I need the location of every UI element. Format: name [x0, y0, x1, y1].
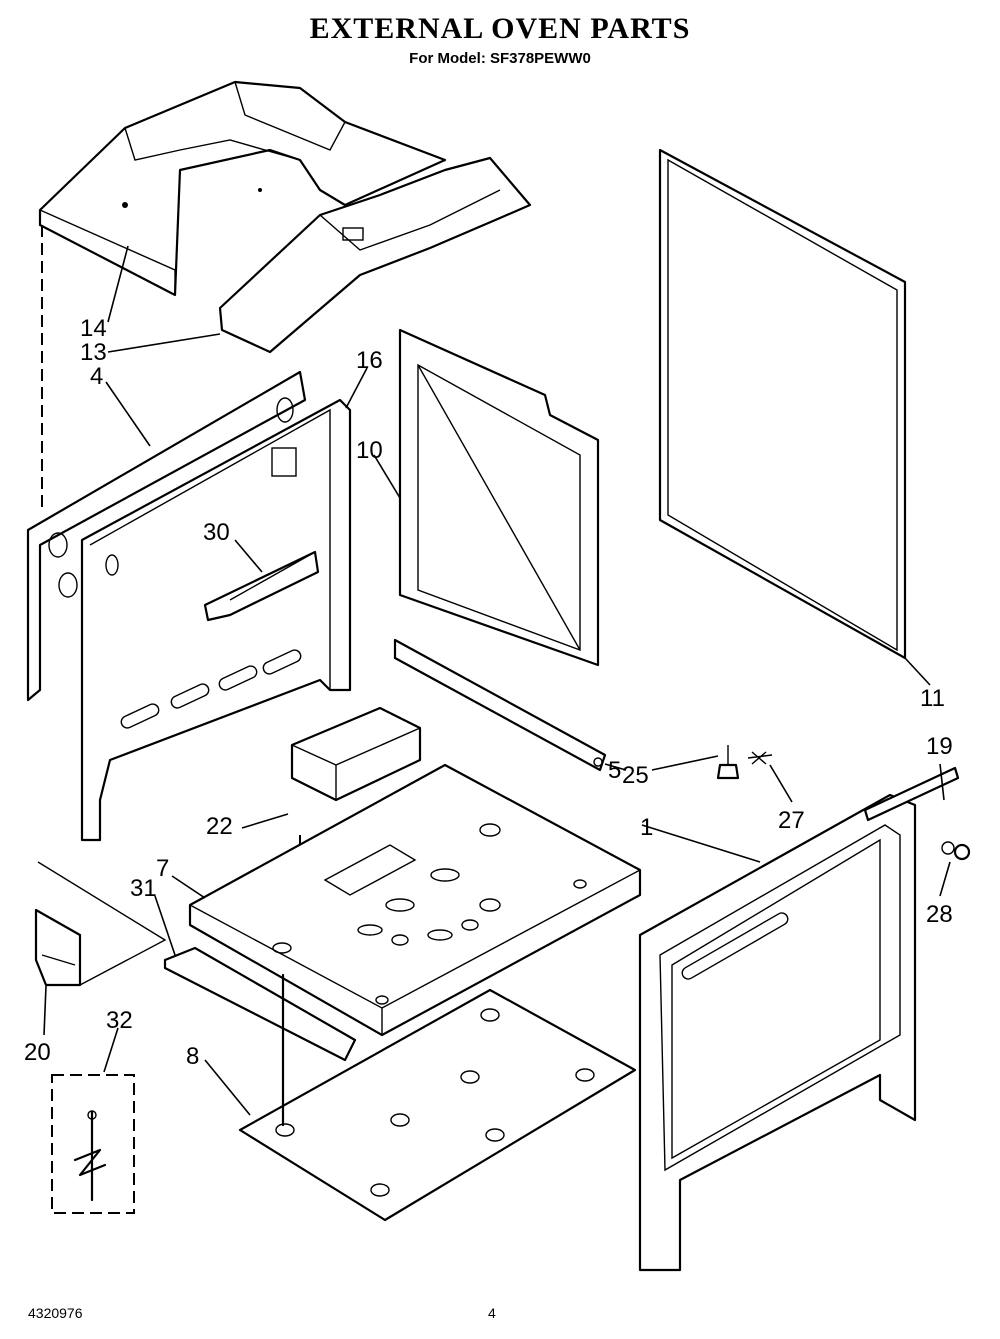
part-4-side-panel	[26, 370, 307, 702]
leader-lines	[43, 245, 951, 1116]
part-14-top-cover	[38, 80, 447, 297]
part-20-bracket	[34, 861, 167, 987]
callout-7: 7	[156, 855, 169, 882]
callout-20: 20	[24, 1039, 51, 1066]
callout-4: 4	[90, 363, 103, 390]
part-31-rail	[163, 946, 357, 1062]
callout-25: 25	[622, 762, 649, 789]
part-32-detail-box	[51, 1074, 135, 1214]
callout-8: 8	[186, 1043, 199, 1070]
callout-28: 28	[926, 901, 953, 928]
document-number: 4320976	[28, 1305, 83, 1321]
part-1-door-frame	[638, 793, 917, 1272]
callout-31: 31	[130, 875, 157, 902]
part-25-knob	[716, 745, 740, 780]
callout-32: 32	[106, 1007, 133, 1034]
page-title: EXTERNAL OVEN PARTS	[309, 12, 691, 45]
part-11-gasket	[658, 148, 907, 660]
callout-30: 30	[203, 519, 230, 546]
callout-5: 5	[608, 757, 621, 784]
callout-22: 22	[206, 813, 233, 840]
part-5-strip	[393, 638, 607, 772]
callout-19: 19	[926, 733, 953, 760]
callout-16: 16	[356, 347, 383, 374]
part-22-cover-box	[290, 706, 422, 802]
part-30-bracket	[203, 550, 320, 622]
part-28-fastener	[941, 841, 971, 861]
callout-13: 13	[80, 339, 107, 366]
callout-10: 10	[356, 437, 383, 464]
callout-1: 1	[640, 814, 653, 841]
model-subtitle: For Model: SF378PEWW0	[409, 50, 591, 67]
part-19-bar	[863, 766, 960, 822]
part-13-rear-rail	[218, 156, 532, 354]
callout-14: 14	[80, 315, 107, 342]
page-number: 4	[488, 1305, 496, 1321]
part-27-clip	[747, 751, 773, 765]
part-8-bottom-panel	[238, 973, 637, 1222]
callout-11: 11	[920, 685, 945, 712]
callout-27: 27	[778, 807, 805, 834]
part-7-bottom-tray	[188, 763, 642, 1037]
part-10-front-frame	[398, 328, 600, 667]
